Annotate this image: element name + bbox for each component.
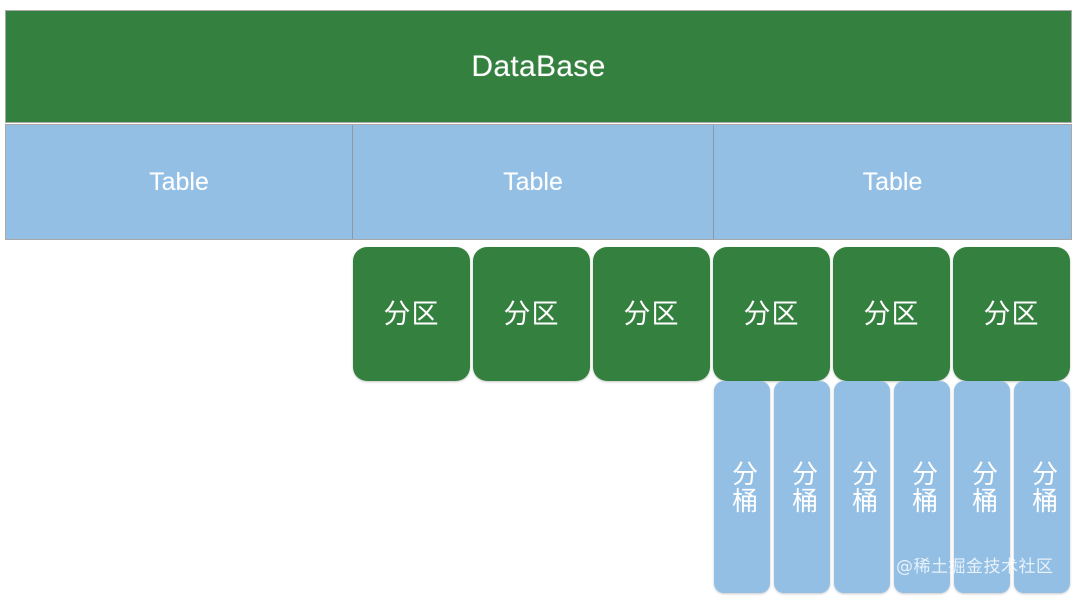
bucket-label-5: 分桶 — [967, 460, 998, 514]
table-label-1: Table — [149, 167, 209, 196]
bucket-label-6: 分桶 — [1027, 460, 1058, 514]
bucket-box-3[interactable]: 分桶 — [834, 381, 890, 593]
partition-box-4[interactable]: 分区 — [713, 247, 830, 381]
partition-box-1[interactable]: 分区 — [353, 247, 470, 381]
partition-box-3[interactable]: 分区 — [593, 247, 710, 381]
partition-label-6: 分区 — [983, 298, 1040, 330]
partition-label-3: 分区 — [623, 298, 680, 330]
bucket-label-2: 分桶 — [787, 460, 818, 514]
partition-label-4: 分区 — [743, 298, 800, 330]
table-cell-3[interactable]: Table — [714, 125, 1071, 239]
table-label-3: Table — [862, 167, 923, 196]
partition-label-2: 分区 — [503, 298, 560, 330]
database-band: DataBase — [5, 10, 1072, 123]
partition-label-1: 分区 — [383, 298, 440, 330]
bucket-box-6[interactable]: 分桶 — [1014, 381, 1070, 593]
table-label-2: Table — [503, 167, 563, 196]
bucket-box-1[interactable]: 分桶 — [714, 381, 770, 593]
bucket-label-1: 分桶 — [727, 460, 758, 514]
table-band: Table Table Table — [5, 124, 1072, 240]
bucket-label-3: 分桶 — [847, 460, 878, 514]
bucket-box-2[interactable]: 分桶 — [774, 381, 830, 593]
partition-box-5[interactable]: 分区 — [833, 247, 950, 381]
partition-box-2[interactable]: 分区 — [473, 247, 590, 381]
bucket-box-5[interactable]: 分桶 — [954, 381, 1010, 593]
table-cell-2[interactable]: Table — [353, 125, 714, 239]
partition-box-6[interactable]: 分区 — [953, 247, 1070, 381]
bucket-label-4: 分桶 — [907, 460, 938, 514]
partition-label-5: 分区 — [863, 298, 920, 330]
database-label: DataBase — [471, 49, 606, 83]
table-cell-1[interactable]: Table — [6, 125, 353, 239]
bucket-box-4[interactable]: 分桶 — [894, 381, 950, 593]
